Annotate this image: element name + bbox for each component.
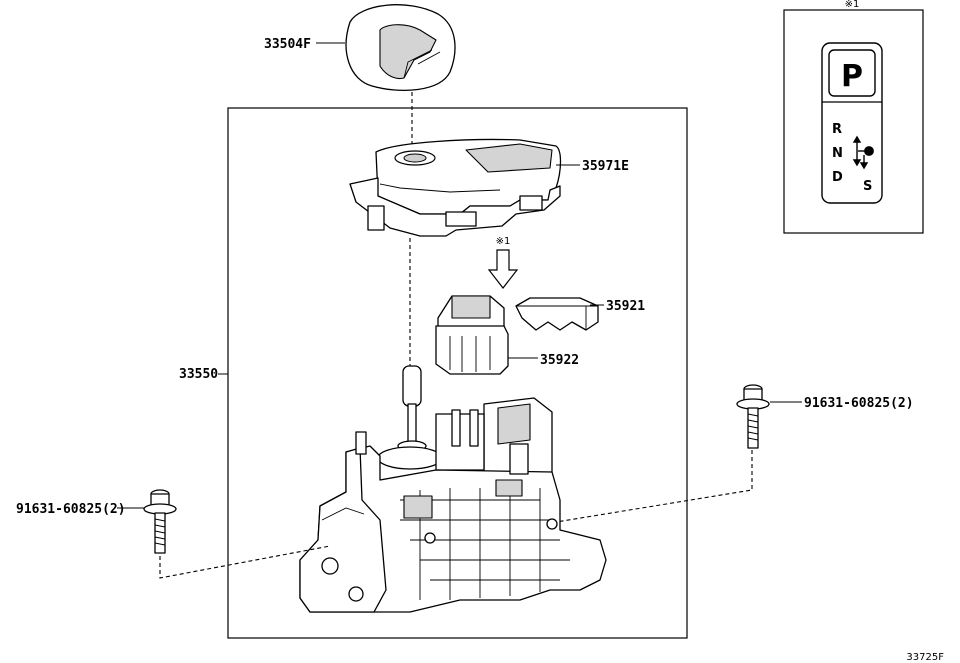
label-35921: 35921 [606,299,645,314]
shift-cover [349,138,562,237]
bolt-left [143,489,177,554]
gear-p-label: P [841,59,863,94]
gear-d-label: D [832,170,843,185]
shift-pattern-inset: ※1 P R N D S [783,0,924,234]
switch-cover-part [515,297,599,331]
switch-part [435,295,509,375]
shift-direction-icon [852,135,874,170]
gear-n-label: N [832,146,843,161]
figure-id: 33725F [906,652,944,663]
gear-r-label: R [832,122,842,137]
label-33550: 33550 [179,367,218,382]
inset-ref-mark: ※1 [845,0,860,10]
shift-knob [345,4,456,91]
label-bolt-left: 91631-60825(2) [16,502,126,517]
label-35922: 35922 [540,353,579,368]
label-33504f: 33504F [264,37,311,52]
assembly-frame [227,107,688,639]
park-button [828,49,876,97]
install-arrow-icon [487,249,519,289]
arrow-ref-mark: ※1 [496,236,511,247]
label-35971e: 35971E [582,159,629,174]
shifter-assembly [299,365,607,613]
bolt-right [736,384,770,449]
bolt-left-dash [159,545,331,579]
label-bolt-right: 91631-60825(2) [804,396,914,411]
gear-s-label: S [863,179,872,194]
bolt-right-dash [555,450,753,523]
